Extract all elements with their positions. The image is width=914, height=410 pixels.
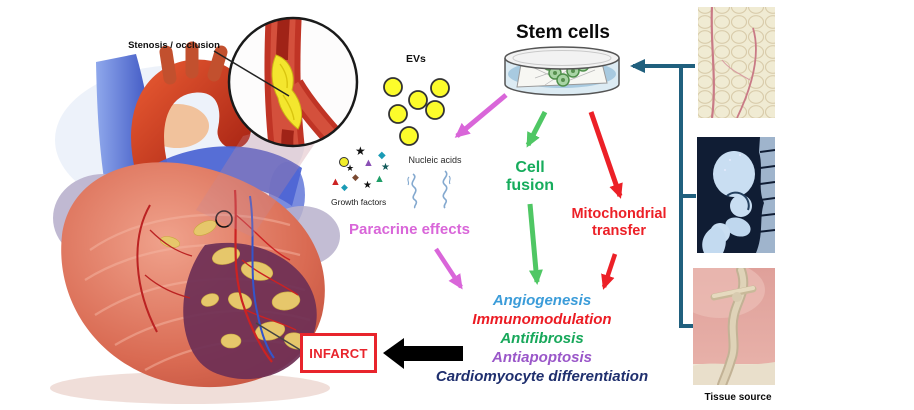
arrow-cell-fusion-1 <box>525 110 548 148</box>
growth-factors-label: Growth factors <box>331 197 387 207</box>
circle-icon <box>339 157 349 167</box>
ev-cluster <box>383 77 450 146</box>
heart-illustration <box>50 41 340 404</box>
tissue-source-label: Tissue source <box>704 392 772 403</box>
nucleic-acids-label: Nucleic acids <box>408 155 462 165</box>
infarct-label: INFARCT <box>309 345 368 361</box>
stenosis-pointer-line <box>213 50 290 97</box>
stenosis-label: Stenosis / occlusion <box>128 40 220 51</box>
star-icon: ★ <box>346 163 355 173</box>
tissue-image-bone-ct <box>697 137 775 253</box>
evs-label: EVs <box>406 53 426 65</box>
effect-immunomodulation: Immunomodulation <box>472 311 612 329</box>
paracrine-effects-label: Paracrine effects <box>349 221 470 238</box>
diamond-icon: ◆ <box>352 172 359 182</box>
arrow-paracrine-2 <box>434 247 463 290</box>
tissue-image-umbilical-cord <box>693 268 775 385</box>
petri-dish <box>504 46 620 96</box>
arrow-cell-fusion-2 <box>527 203 543 285</box>
effect-cardiomyocyte-differentiation: Cardiomyocyte differentiation <box>435 368 649 386</box>
star-icon: ★ <box>363 180 372 191</box>
effect-antiapoptosis: Antiapoptosis <box>492 349 592 367</box>
arrow-paracrine-1 <box>454 93 508 138</box>
cell-fusion-label: Cell fusion <box>506 159 554 195</box>
tissue-bracket <box>630 59 696 328</box>
tissue-image-adipose <box>698 7 775 118</box>
triangle-icon: ▲ <box>363 157 374 169</box>
diamond-icon: ◆ <box>378 150 386 161</box>
arrow-mitochondrial-2 <box>601 253 618 290</box>
infarct-box: INFARCT <box>300 333 377 373</box>
star-icon: ★ <box>381 162 390 173</box>
star-icon: ★ <box>355 144 366 158</box>
effect-angiogenesis: Angiogenesis <box>492 292 592 309</box>
infarct-zone <box>183 242 317 380</box>
mitochondrial-transfer-label: Mitochondrial transfer <box>571 206 667 240</box>
plaque <box>271 54 303 130</box>
arrow-mitochondrial-1 <box>588 111 623 199</box>
triangle-icon: ▲ <box>374 173 385 185</box>
occlusion-marker <box>215 210 233 228</box>
coronary-vessels <box>136 189 299 363</box>
black-arrow-effects-to-infarct <box>383 338 463 369</box>
diamond-icon: ◆ <box>341 182 348 192</box>
arrows <box>434 93 623 290</box>
effect-antifibrosis: Antifibrosis <box>500 330 584 348</box>
stem-cells-title: Stem cells <box>516 22 610 43</box>
infarct-pointer-line <box>255 322 303 352</box>
therapeutic-effects-list: Angiogenesis Immunomodulation Antifibros… <box>428 291 656 386</box>
triangle-icon: ▲ <box>330 176 341 188</box>
nucleic-acid-strands <box>407 170 451 209</box>
